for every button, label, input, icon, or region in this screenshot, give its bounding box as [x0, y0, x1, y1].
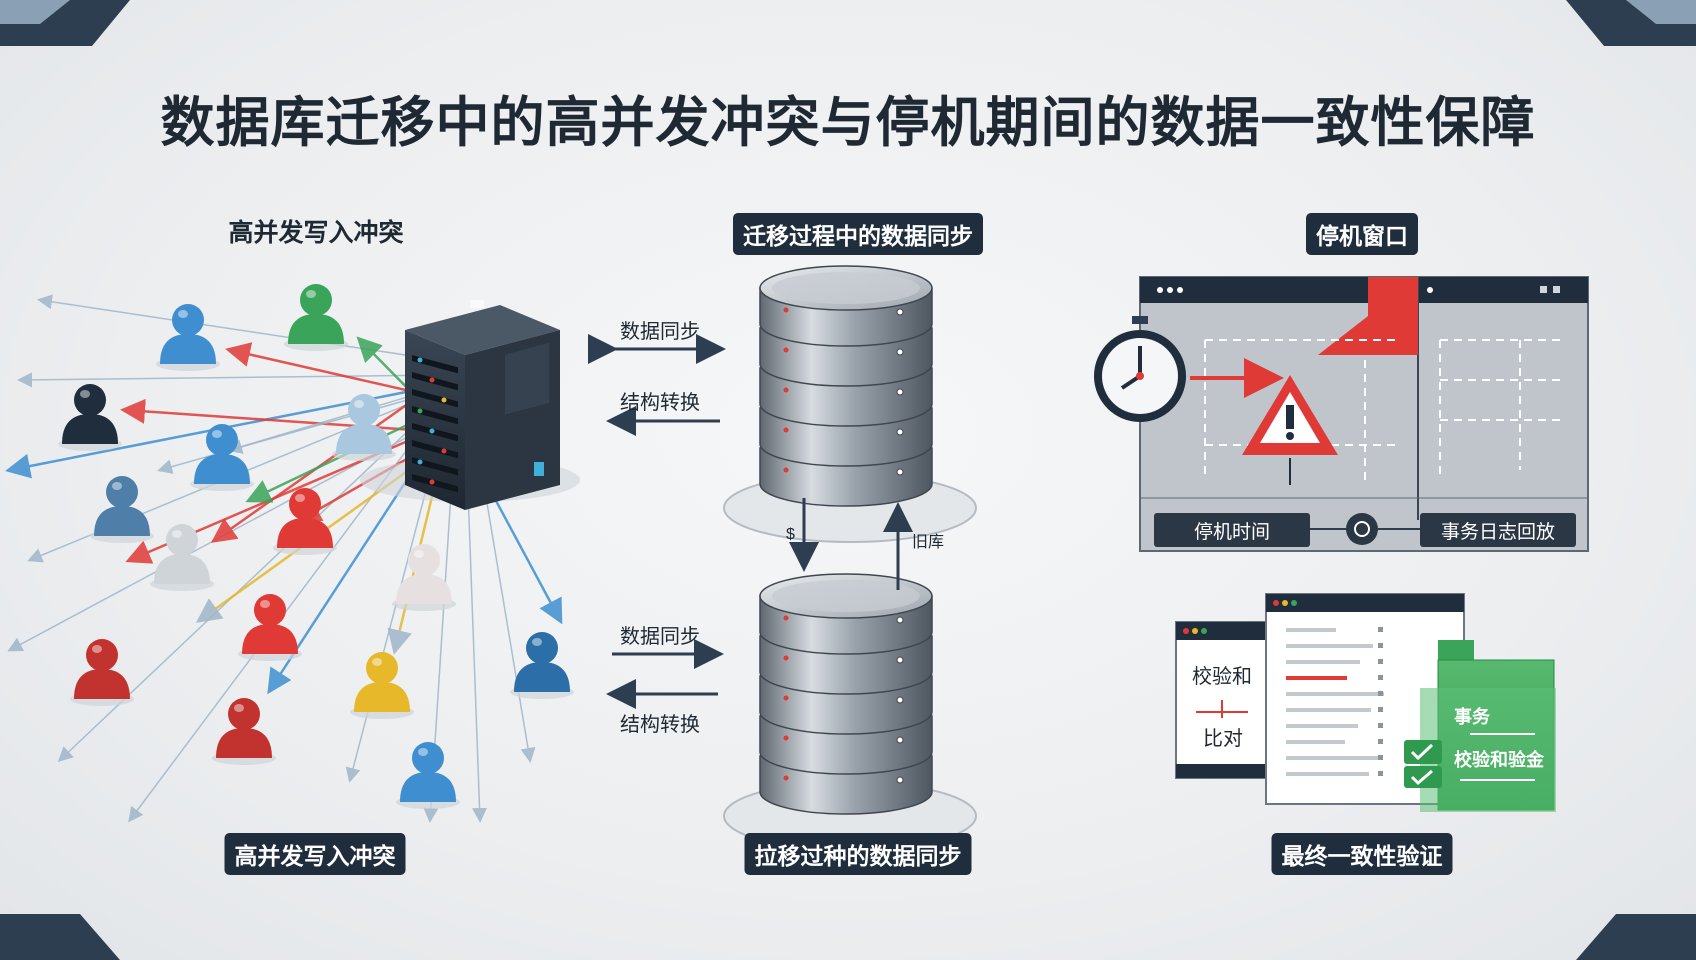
document-bullet — [1378, 627, 1383, 632]
server-led — [430, 429, 435, 434]
checkmark-icon — [1404, 740, 1442, 788]
middle-top-label: 迁移过程中的数据同步 — [733, 213, 983, 255]
database-led — [784, 656, 789, 661]
user-icon — [190, 424, 254, 491]
server-led — [442, 449, 447, 454]
user-icon — [70, 639, 134, 706]
database-bottom-icon — [724, 574, 976, 850]
server-led — [418, 358, 423, 363]
document-bullet — [1378, 723, 1383, 728]
database-port — [897, 429, 903, 435]
database-led — [784, 616, 789, 621]
document-bullet — [1378, 675, 1383, 680]
server-led — [418, 460, 423, 465]
document-line — [1286, 644, 1373, 648]
bottom-sync-label: 数据同步 — [620, 620, 700, 649]
database-port — [897, 309, 903, 315]
right-bottom-label: 最终一致性验证 — [1272, 833, 1453, 875]
database-port — [897, 657, 903, 663]
database-led — [784, 696, 789, 701]
database-led — [784, 388, 789, 393]
user-icon — [273, 488, 337, 555]
left-top-label: 高并发写入冲突 — [228, 213, 403, 249]
server-led — [430, 480, 435, 485]
middle-bottom-label: 拉移过种的数据同步 — [745, 833, 972, 875]
database-port — [897, 349, 903, 355]
document-bullet — [1378, 771, 1383, 776]
document-bullet — [1378, 659, 1383, 664]
database-port — [897, 469, 903, 475]
bottom-convert-label: 结构转换 — [620, 708, 700, 737]
green-panel-subtitle: 校验和验金 — [1454, 746, 1544, 772]
database-led — [784, 348, 789, 353]
document-line — [1286, 740, 1345, 744]
user-icon — [58, 384, 122, 451]
database-led — [784, 736, 789, 741]
document-bullet — [1378, 691, 1383, 696]
database-led — [784, 428, 789, 433]
left-bottom-label: 高并发写入冲突 — [225, 833, 406, 875]
document-line — [1286, 676, 1347, 680]
right-top-label: 停机窗口 — [1306, 213, 1418, 255]
database-top-inner — [772, 272, 920, 304]
server-led — [418, 409, 423, 414]
user-icon — [284, 284, 348, 351]
up-arrow-label: 旧库 — [912, 528, 944, 552]
compare-label: 比对 — [1203, 722, 1243, 751]
database-top-icon — [724, 266, 976, 542]
database-port — [897, 697, 903, 703]
user-icon — [90, 476, 154, 543]
top-convert-label: 结构转换 — [620, 386, 700, 415]
document-line — [1286, 756, 1382, 760]
top-sync-label: 数据同步 — [620, 315, 700, 344]
user-icon — [212, 698, 276, 765]
database-port — [897, 777, 903, 783]
down-arrow-label: $ — [786, 526, 795, 544]
downtime-window-panel — [1140, 277, 1588, 551]
user-icon — [396, 742, 460, 809]
page-title: 数据库迁移中的高并发冲突与停机期间的数据一致性保障 — [0, 78, 1696, 157]
user-icon — [350, 652, 414, 719]
user-icon — [156, 304, 220, 371]
log-replay-box: 事务日志回放 — [1420, 513, 1576, 547]
concurrency-arrow — [20, 375, 456, 380]
document-line — [1286, 628, 1336, 632]
document-bullet — [1378, 707, 1383, 712]
replay-icon — [1346, 513, 1378, 545]
checksum-label: 校验和 — [1192, 660, 1252, 689]
database-port — [897, 389, 903, 395]
document-line — [1286, 772, 1369, 776]
document-bullet — [1378, 755, 1383, 760]
document-bullet — [1378, 739, 1383, 744]
server-icon — [360, 300, 580, 510]
database-port — [897, 617, 903, 623]
server-led — [442, 398, 447, 403]
database-led — [784, 776, 789, 781]
document-line — [1286, 692, 1384, 696]
database-led — [784, 308, 789, 313]
document-line — [1286, 724, 1358, 728]
user-icon — [510, 632, 574, 699]
downtime-box: 停机时间 — [1154, 513, 1310, 547]
document-line — [1286, 660, 1360, 664]
database-port — [897, 737, 903, 743]
database-led — [784, 468, 789, 473]
green-panel-title: 事务 — [1454, 703, 1490, 729]
document-bullet — [1378, 643, 1383, 648]
document-line — [1286, 708, 1371, 712]
checksum-window — [1176, 622, 1266, 778]
user-icon — [150, 524, 214, 591]
server-led — [430, 378, 435, 383]
